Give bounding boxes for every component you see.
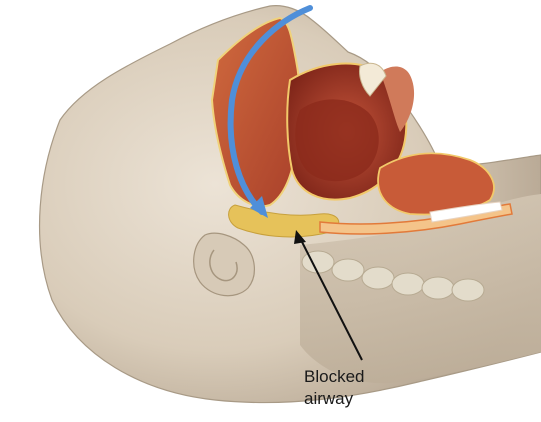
- label-line-2: airway: [304, 388, 424, 410]
- label-line-1: Blocked: [304, 366, 424, 388]
- tongue: [295, 99, 378, 181]
- blocked-airway-label: Blocked airway: [304, 366, 424, 410]
